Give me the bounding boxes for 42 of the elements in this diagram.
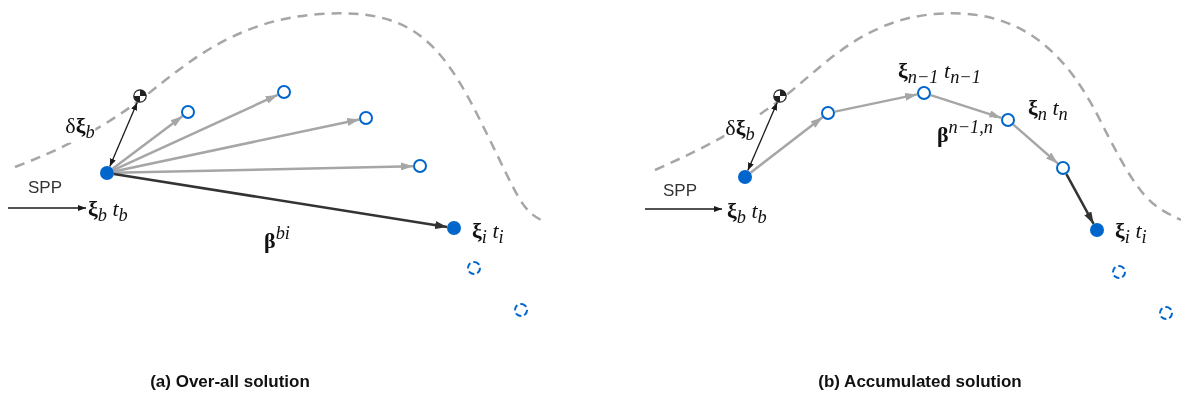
intermediate-point — [821, 106, 835, 120]
arrow — [834, 92, 918, 113]
arrow — [749, 116, 824, 174]
intermediate-point — [1001, 113, 1015, 127]
arrow — [113, 118, 360, 173]
double-arrow — [109, 101, 138, 168]
panel-caption: (b) Accumulated solution — [818, 372, 1022, 392]
solution-point — [447, 221, 461, 235]
arrow — [644, 206, 723, 212]
point-label: ξ$_{i}$ t$_{i}$ — [1115, 220, 1147, 247]
arrow — [113, 172, 448, 229]
edge-label: β$^{bi}$ — [263, 223, 291, 253]
point-label: ξ$_{b}$ t$_{b}$ — [727, 200, 767, 227]
intermediate-point — [181, 105, 195, 119]
reference-point — [133, 89, 147, 103]
arrow — [113, 162, 414, 175]
solution-point — [100, 166, 114, 180]
intermediate-point — [917, 86, 931, 100]
point-label: ξ$_{i}$ t$_{i}$ — [472, 220, 504, 247]
intermediate-point — [1056, 161, 1070, 175]
intermediate-point — [277, 85, 291, 99]
intermediate-point — [413, 159, 427, 173]
future-point — [1159, 306, 1173, 320]
reference-point — [773, 89, 787, 103]
arrow — [1065, 173, 1095, 225]
double-arrow — [747, 101, 778, 172]
arrow — [930, 93, 1002, 120]
arrow — [7, 205, 87, 211]
edge-label: β$^{n−1,n}$ — [936, 117, 994, 147]
panel-caption: (a) Over-all solution — [150, 372, 310, 392]
point-label: ξ$_{n−1}$ t$_{n−1}$ — [898, 60, 981, 87]
future-point — [467, 261, 481, 275]
arrow — [112, 93, 279, 172]
solution-point — [1090, 223, 1104, 237]
intermediate-point — [359, 111, 373, 125]
point-label: ξ$_{n}$ t$_{n}$ — [1028, 97, 1068, 124]
arrow — [1012, 123, 1059, 165]
future-point — [1112, 265, 1126, 279]
point-label: ξ$_{b}$ t$_{b}$ — [88, 198, 128, 225]
future-point — [514, 303, 528, 317]
solution-point — [738, 170, 752, 184]
arrow — [111, 115, 184, 170]
